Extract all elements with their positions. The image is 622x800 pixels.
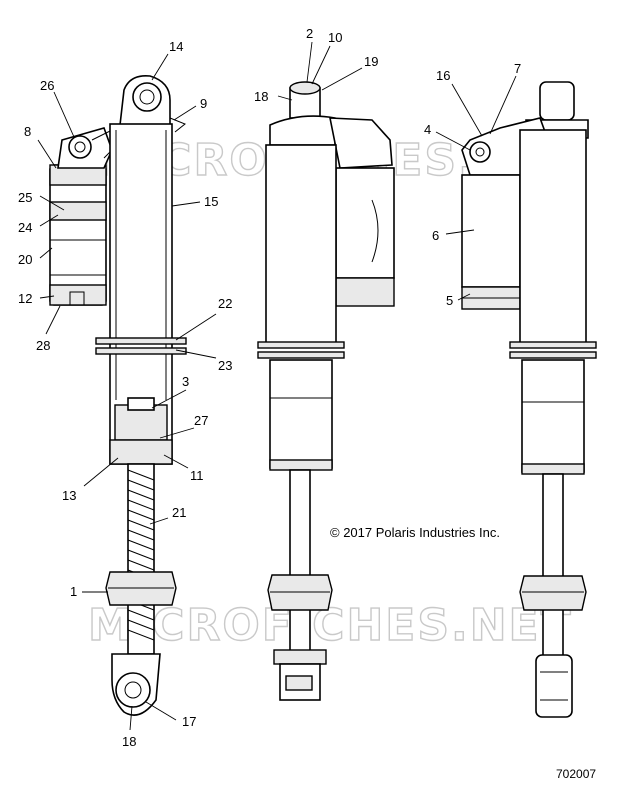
callout-25: 25 xyxy=(18,190,32,205)
callout-23: 23 xyxy=(218,358,232,373)
callout-18-left: 18 xyxy=(122,734,136,749)
callout-28: 28 xyxy=(36,338,50,353)
callout-2: 2 xyxy=(306,26,313,41)
callout-3: 3 xyxy=(182,374,189,389)
callout-7: 7 xyxy=(514,61,521,76)
right-body xyxy=(509,129,597,475)
callout-15: 15 xyxy=(204,194,218,209)
callout-18-middle: 18 xyxy=(254,89,268,104)
left-top-eyelet xyxy=(119,74,186,133)
callout-9: 9 xyxy=(200,96,207,111)
callout-labels: 14 26 9 8 25 24 20 15 12 28 22 23 3 27 1… xyxy=(18,26,521,749)
right-bottom-eyelet xyxy=(535,654,573,718)
callout-24: 24 xyxy=(18,220,32,235)
left-shock-cutaway xyxy=(49,74,187,716)
right-shaft xyxy=(519,473,587,660)
callout-17: 17 xyxy=(182,714,196,729)
copyright-notice: © 2017 Polaris Industries Inc. xyxy=(330,525,500,540)
left-shock-body xyxy=(95,123,187,465)
callout-14: 14 xyxy=(169,39,183,54)
callout-1: 1 xyxy=(70,584,77,599)
callout-10: 10 xyxy=(328,30,342,45)
callout-12: 12 xyxy=(18,291,32,306)
callout-6: 6 xyxy=(432,228,439,243)
callout-20: 20 xyxy=(18,252,32,267)
callout-5: 5 xyxy=(446,293,453,308)
callout-26: 26 xyxy=(40,78,54,93)
callout-13: 13 xyxy=(62,488,76,503)
left-shaft xyxy=(105,463,177,655)
callout-21: 21 xyxy=(172,505,186,520)
right-shock xyxy=(461,81,597,718)
left-reservoir xyxy=(49,164,107,306)
callout-8: 8 xyxy=(24,124,31,139)
middle-reservoir xyxy=(329,117,395,307)
middle-shaft xyxy=(267,469,333,665)
watermark-bottom: MICROFICHES.NET xyxy=(88,600,573,651)
callout-19: 19 xyxy=(364,54,378,69)
callout-27: 27 xyxy=(194,413,208,428)
middle-body xyxy=(257,144,345,471)
callout-11: 11 xyxy=(190,468,204,483)
figure-number: 702007 xyxy=(556,767,596,781)
middle-shock xyxy=(257,81,395,701)
middle-bottom-eyelet xyxy=(279,663,321,701)
leader-lines xyxy=(37,41,517,731)
middle-top-mount xyxy=(269,81,336,146)
left-bottom-eyelet xyxy=(111,653,161,716)
callout-22: 22 xyxy=(218,296,232,311)
callout-4: 4 xyxy=(424,122,431,137)
callout-16: 16 xyxy=(436,68,450,83)
